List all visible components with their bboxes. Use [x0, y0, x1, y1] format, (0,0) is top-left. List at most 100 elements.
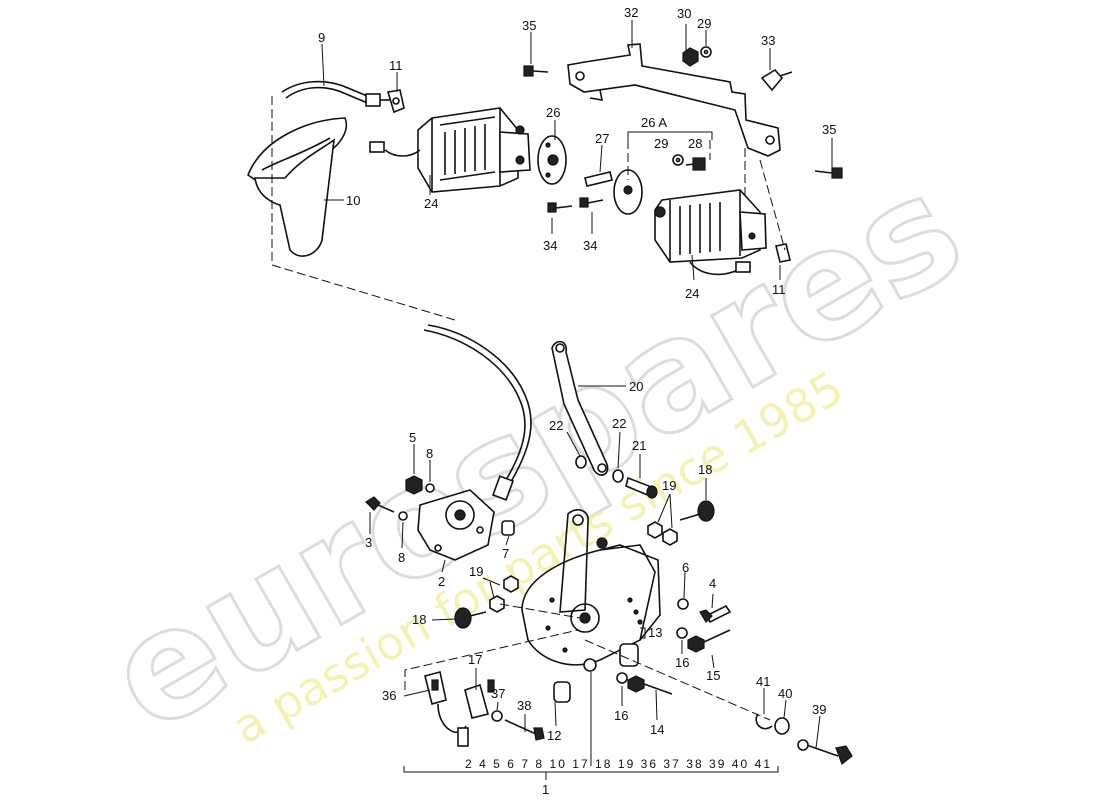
- dashed-guide-left: [404, 629, 579, 690]
- callout-9: 9: [318, 30, 325, 45]
- drive-motor-part-24-upper: [369, 107, 531, 193]
- callout-15: 15: [706, 668, 720, 683]
- callout-18-upper: 18: [698, 462, 712, 477]
- callout-labels: 9 11 10 24 35 32 30 29 33 35 26 26 A 27 …: [318, 5, 836, 797]
- callout-30: 30: [677, 6, 691, 21]
- cable-part-9: [281, 80, 390, 107]
- link-rod-part-20: [551, 340, 609, 476]
- callout-40: 40: [778, 686, 792, 701]
- washer-part-16-b: [616, 672, 628, 684]
- callout-24-lower: 24: [685, 286, 699, 301]
- clip-part-41: [755, 713, 773, 730]
- callout-35-left: 35: [522, 18, 536, 33]
- callout-36: 36: [382, 688, 396, 703]
- callout-14: 14: [650, 722, 664, 737]
- callout-26A: 26 A: [641, 115, 667, 130]
- bolt-part-39: [797, 739, 853, 765]
- washer-part-22-b: [612, 469, 624, 483]
- screw-part-34-a: [547, 202, 573, 213]
- switch-part-17: [464, 679, 495, 719]
- sleeve-part-7: [501, 520, 515, 536]
- dashed-guide-right: [584, 639, 771, 721]
- callout-11-left: 11: [389, 58, 403, 73]
- callout-29-top: 29: [697, 16, 711, 31]
- callout-26: 26: [546, 105, 560, 120]
- cable-assembly-lower: [423, 324, 532, 501]
- callout-19-lower: 19: [469, 564, 483, 579]
- nut-part-5: [405, 475, 423, 495]
- callout-10: 10: [346, 193, 360, 208]
- callout-39: 39: [812, 702, 826, 717]
- callout-33: 33: [761, 33, 775, 48]
- callout-34-a: 34: [543, 238, 557, 253]
- watermark-brand: eurospares: [81, 141, 989, 766]
- washer-part-22-a: [575, 455, 587, 469]
- dashed-guide-26A: [627, 140, 711, 180]
- callout-8-bottom: 8: [398, 550, 405, 565]
- nut-part-19-upper: [647, 521, 678, 546]
- screw-part-38: [504, 719, 545, 741]
- callout-34-b: 34: [583, 238, 597, 253]
- clip-part-11-right: [775, 243, 791, 263]
- spacer-part-12: [553, 681, 571, 703]
- callout-16-b: 16: [614, 708, 628, 723]
- callout-17: 17: [468, 652, 482, 667]
- nut-part-19-lower: [489, 575, 519, 613]
- callout-20: 20: [629, 379, 643, 394]
- flange-part-26: [537, 135, 567, 185]
- washer-part-6: [677, 598, 689, 610]
- callout-22-a: 22: [549, 418, 563, 433]
- drive-motor-part-24-lower: [654, 189, 767, 276]
- bolt-part-15: [687, 629, 731, 653]
- bolt-part-35-left: [523, 65, 549, 77]
- callout-22-b: 22: [612, 416, 626, 431]
- callout-5: 5: [409, 430, 416, 445]
- pin-part-18-upper: [679, 500, 715, 522]
- nut-part-30: [682, 47, 699, 67]
- callout-35-right: 35: [822, 122, 836, 137]
- bolt-part-3: [365, 496, 395, 513]
- assembly-contents-list: 2 4 5 6 7 8 10 17 18 19 36 37 38 39 40 4…: [465, 757, 770, 771]
- callout-11-right: 11: [772, 282, 786, 297]
- callout-21: 21: [632, 438, 646, 453]
- leader-lines: [321, 20, 833, 780]
- watermark: eurospares a passion for parts since 198…: [80, 140, 991, 768]
- actuator-part-2: [417, 489, 495, 561]
- dashed-guide-bracket: [744, 148, 786, 251]
- washer-part-37: [491, 710, 503, 722]
- callout-19-upper: 19: [662, 478, 676, 493]
- callout-16-a: 16: [675, 655, 689, 670]
- washer-part-16-a: [676, 627, 688, 639]
- callout-29-mid: 29: [654, 136, 668, 151]
- washer-part-8-bottom: [398, 511, 408, 521]
- callout-13: 13: [648, 625, 662, 640]
- callout-1: 1: [542, 782, 549, 797]
- callout-12: 12: [547, 728, 561, 743]
- bolt-part-35-right: [814, 167, 843, 179]
- callout-37: 37: [491, 686, 505, 701]
- pin-part-27: [584, 171, 613, 187]
- spacer-part-13: [619, 643, 639, 667]
- callout-6: 6: [682, 560, 689, 575]
- washer-part-40: [774, 717, 790, 735]
- callout-41: 41: [756, 674, 770, 689]
- bracket-part-32: [567, 43, 781, 157]
- trim-cover-part-10: [247, 117, 347, 257]
- callout-7: 7: [502, 546, 509, 561]
- plate-part-26A: [613, 169, 643, 215]
- callout-4: 4: [709, 576, 716, 591]
- bolt-part-28: [685, 157, 706, 171]
- bolt-part-14: [627, 675, 673, 695]
- callout-3: 3: [365, 535, 372, 550]
- stud-part-33: [760, 68, 793, 92]
- callout-28: 28: [688, 136, 702, 151]
- clip-part-11-left: [386, 89, 405, 114]
- pin-part-18-lower: [454, 607, 487, 629]
- bolt-part-21: [625, 476, 658, 499]
- dashed-guide-cable: [271, 96, 456, 321]
- callout-32: 32: [624, 5, 638, 20]
- screw-part-34-b: [579, 197, 604, 208]
- callout-2: 2: [438, 574, 445, 589]
- dashed-guide-19: [499, 603, 581, 619]
